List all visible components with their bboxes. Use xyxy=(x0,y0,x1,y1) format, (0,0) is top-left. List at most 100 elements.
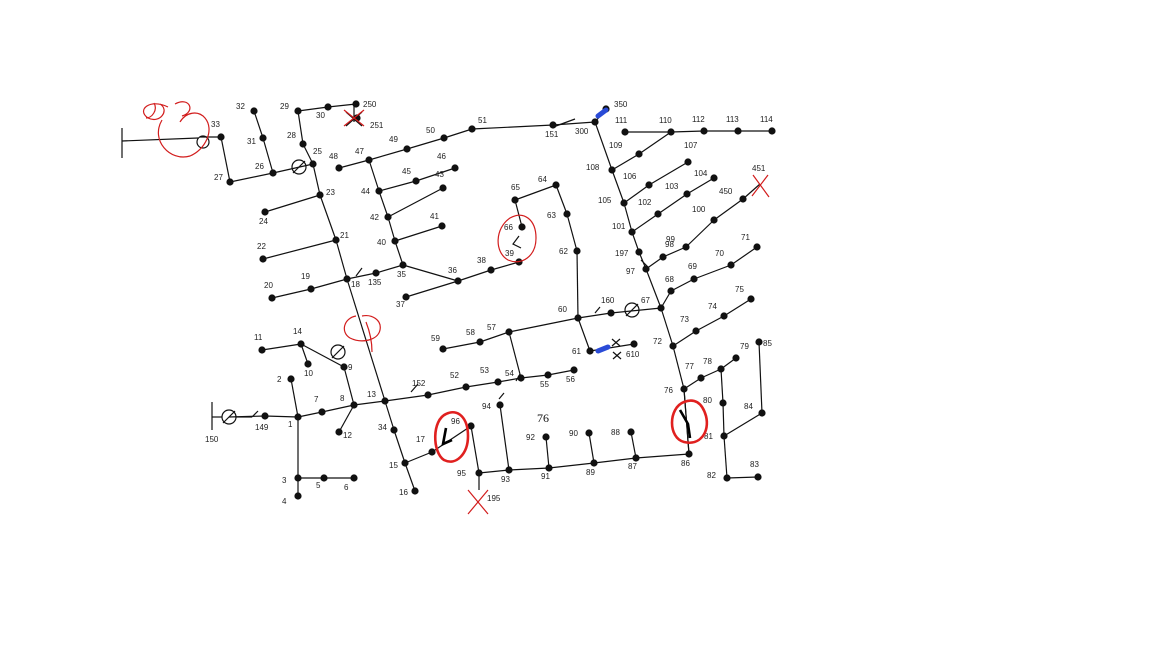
bus-node-94 xyxy=(496,401,504,409)
bus-node-110 xyxy=(667,128,675,136)
bus-node-91 xyxy=(545,464,553,472)
bus-node-42 xyxy=(384,213,392,221)
hand-annotations xyxy=(142,101,770,515)
bus-label-74: 74 xyxy=(708,302,717,311)
bus-label-13: 13 xyxy=(367,390,376,399)
bus-node-55 xyxy=(544,371,552,379)
switch-symbol-94 xyxy=(498,392,505,400)
bus-label-75: 75 xyxy=(735,285,744,294)
bus-label-9: 9 xyxy=(348,363,353,372)
bus-node-82 xyxy=(723,474,731,482)
bus-node-66 xyxy=(518,223,526,231)
bus-node-20 xyxy=(268,294,276,302)
bus-label-610: 610 xyxy=(626,350,640,359)
line-97-67 xyxy=(645,268,662,309)
line-31-32 xyxy=(253,110,264,139)
line-18-135 xyxy=(346,272,377,280)
bus-node-151 xyxy=(549,121,557,129)
line-8-12 xyxy=(338,404,355,433)
line-19-20 xyxy=(271,288,312,299)
bus-label-41: 41 xyxy=(430,212,439,221)
bus-label-4: 4 xyxy=(282,497,287,506)
bus-label-25: 25 xyxy=(313,147,322,156)
bus-label-23: 23 xyxy=(326,188,335,197)
line-152-52 xyxy=(427,386,467,396)
bus-node-36 xyxy=(454,277,462,285)
line-81-82 xyxy=(723,435,728,479)
bus-node-90 xyxy=(585,429,593,437)
bus-label-451: 451 xyxy=(752,164,766,173)
bus-node-48 xyxy=(335,164,343,172)
bus-label-150: 150 xyxy=(205,435,219,444)
bus-label-7: 7 xyxy=(314,395,319,404)
line-106-107 xyxy=(648,161,689,186)
line-segments xyxy=(220,103,772,496)
line-80-81 xyxy=(722,402,725,437)
bus-node-28 xyxy=(299,140,307,148)
red-circle-96 xyxy=(433,411,470,463)
bus-node-103 xyxy=(683,190,691,198)
bus-label-112: 112 xyxy=(692,115,705,124)
bus-label-22: 22 xyxy=(257,242,266,251)
bus-node-109 xyxy=(635,150,643,158)
bus-node-87 xyxy=(632,454,640,462)
bus-node-105 xyxy=(620,199,628,207)
line-54-57 xyxy=(508,331,522,379)
bus-node-57 xyxy=(505,328,513,336)
bus-node-46 xyxy=(451,164,459,172)
bus-label-92: 92 xyxy=(526,433,535,442)
bus-label-51: 51 xyxy=(478,116,487,125)
bus-node-106 xyxy=(645,181,653,189)
line-55-56 xyxy=(547,369,575,376)
line-1-7 xyxy=(297,411,323,418)
bus-node-73 xyxy=(692,327,700,335)
bus-node-114 xyxy=(768,127,776,135)
bus-node-4 xyxy=(294,492,302,500)
bus-label-109: 109 xyxy=(609,141,623,150)
bus-label-21: 21 xyxy=(340,231,349,240)
line-57-58 xyxy=(479,331,510,343)
bus-node-53 xyxy=(494,378,502,386)
bus-node-92 xyxy=(542,433,550,441)
bus-label-60: 60 xyxy=(558,305,567,314)
bus-label-62: 62 xyxy=(559,247,568,256)
line-58-59 xyxy=(442,341,481,350)
line-78-80 xyxy=(720,368,724,404)
bus-node-149 xyxy=(261,412,269,420)
line-60-160 xyxy=(577,312,612,319)
bus-node-50 xyxy=(440,134,448,142)
bus-label-94: 94 xyxy=(482,402,491,411)
bus-label-79: 79 xyxy=(740,342,749,351)
bus-label-69: 69 xyxy=(688,262,697,271)
bus-node-45 xyxy=(412,177,420,185)
bus-node-8 xyxy=(350,401,358,409)
line-36-38 xyxy=(457,269,492,282)
bus-node-450 xyxy=(739,195,747,203)
bus-label-86: 86 xyxy=(681,459,690,468)
bus-node-80 xyxy=(719,399,727,407)
bus-node-7 xyxy=(318,408,326,416)
bus-label-103: 103 xyxy=(665,182,679,191)
bus-label-57: 57 xyxy=(487,323,496,332)
center-label: 76 xyxy=(537,411,549,425)
bus-node-89 xyxy=(590,459,598,467)
line-81-84 xyxy=(723,412,763,437)
bus-label-96: 96 xyxy=(451,417,460,426)
red-circle-76 xyxy=(670,399,709,444)
line-42-43 xyxy=(387,187,444,218)
line-26-31 xyxy=(262,137,274,174)
line-60-61 xyxy=(577,317,591,352)
bus-label-93: 93 xyxy=(501,475,510,484)
bus-label-85: 85 xyxy=(763,339,772,348)
bus-label-68: 68 xyxy=(665,275,674,284)
bus-node-610 xyxy=(630,340,638,348)
bus-label-88: 88 xyxy=(611,428,620,437)
bus-label-151: 151 xyxy=(545,130,559,139)
bus-label-197: 197 xyxy=(615,249,629,258)
bus-node-43 xyxy=(439,184,447,192)
bus-node-6 xyxy=(350,474,358,482)
switch-symbol-135 xyxy=(355,267,363,277)
bus-label-67: 67 xyxy=(641,296,650,305)
bus-label-49: 49 xyxy=(389,135,398,144)
line-28-29 xyxy=(297,110,304,145)
